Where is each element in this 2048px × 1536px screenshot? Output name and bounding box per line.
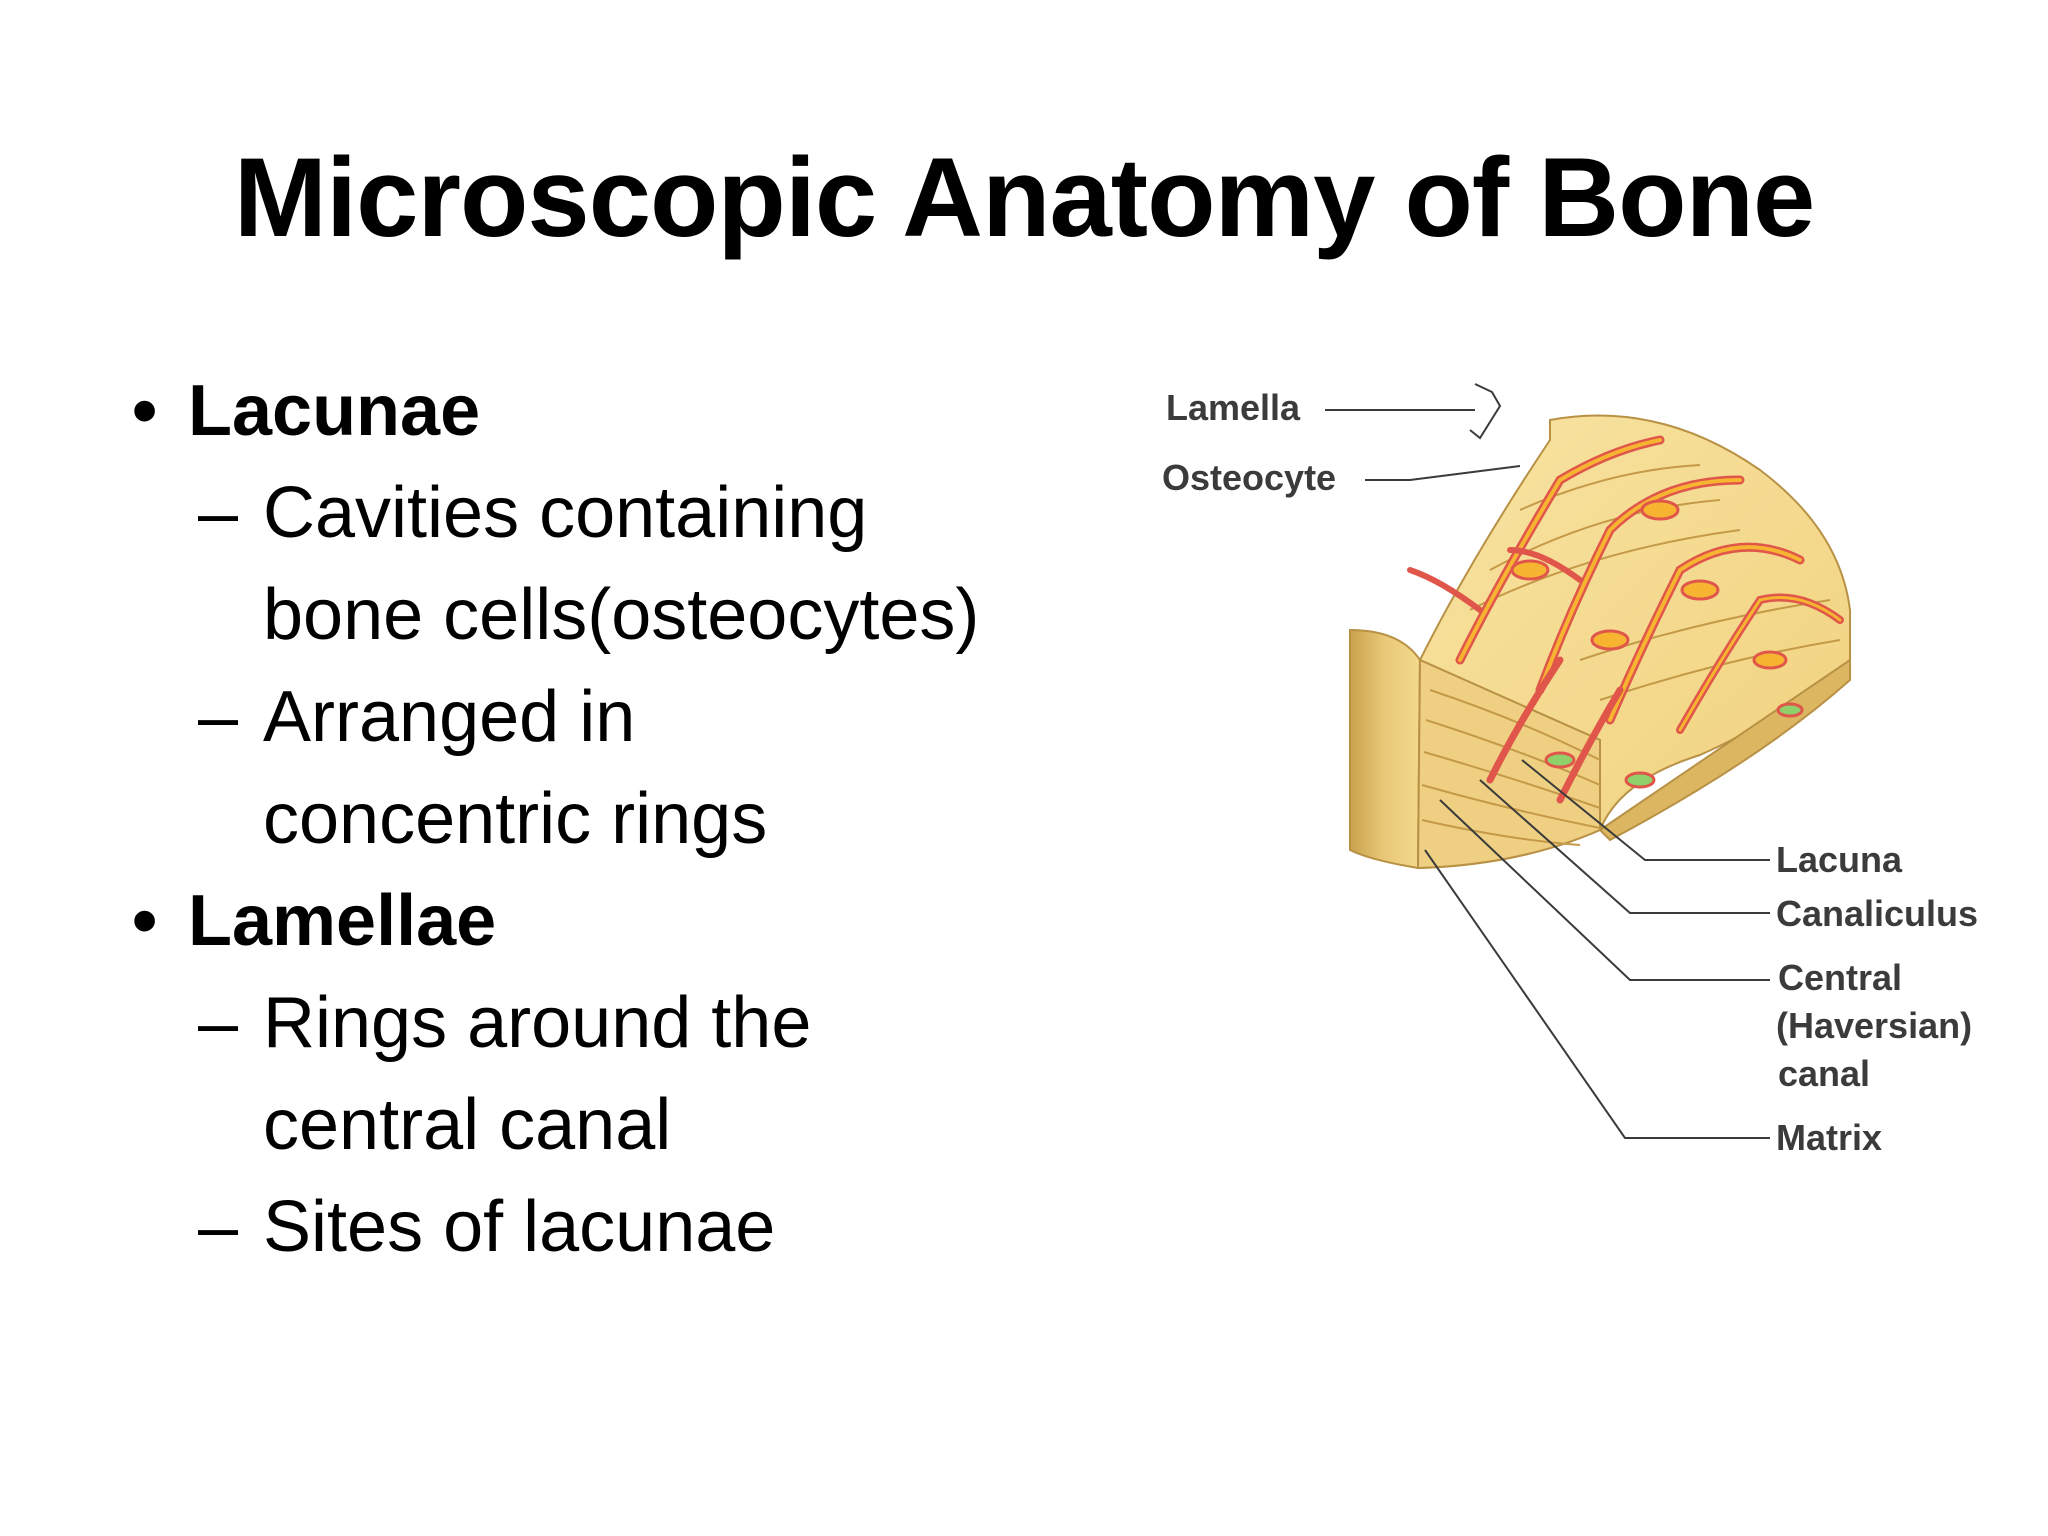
bullet-heading: Lamellae [188,881,497,961]
slide-title: Microscopic Anatomy of Bone [233,135,1816,260]
dash-marker: – [198,473,239,553]
sub-item-line: Arranged in [263,677,636,757]
sub-item-line: central canal [263,1085,672,1165]
sub-item-line: Cavities containing [263,473,868,553]
bone-osteon-diagram: Lamella Osteocyte Lacuna Canaliculus Cen… [1140,360,2020,1180]
sub-item: – Sites of lacunae [128,1176,1088,1278]
label-matrix: Matrix [1776,1117,1882,1158]
label-central-canal-line2: (Haversian) [1776,1005,1972,1046]
sub-item-line: Sites of lacunae [263,1187,776,1267]
label-central-canal-line3: canal [1778,1053,1870,1094]
bullet-item-lacunae: • Lacunae [128,360,1088,462]
label-osteocyte: Osteocyte [1162,457,1336,498]
sub-item-line: concentric rings [263,779,768,859]
sub-item: – Arranged in [128,666,1088,768]
label-central-canal-line1: Central [1778,957,1902,998]
label-canaliculus: Canaliculus [1776,893,1978,934]
label-lamella: Lamella [1166,387,1301,428]
sub-item-line: bone cells(osteocytes) [263,575,980,655]
dash-marker: – [198,983,239,1063]
sub-item-continuation: central canal [128,1074,1088,1176]
dash-marker: – [198,1187,239,1267]
sub-item: – Cavities containing [128,462,1088,564]
sub-item-continuation: bone cells(osteocytes) [128,564,1088,666]
bullet-item-lamellae: • Lamellae [128,870,1088,972]
sub-item-line: Rings around the [263,983,812,1063]
bone-wedge [1349,414,1851,870]
bullet-marker: • [132,881,158,961]
bullet-marker: • [132,371,158,451]
label-lacuna: Lacuna [1776,839,1903,880]
bullet-heading: Lacunae [188,371,481,451]
dash-marker: – [198,677,239,757]
bullet-list: • Lacunae – Cavities containing bone cel… [128,360,1088,1278]
sub-item: – Rings around the [128,972,1088,1074]
sub-item-continuation: concentric rings [128,768,1088,870]
